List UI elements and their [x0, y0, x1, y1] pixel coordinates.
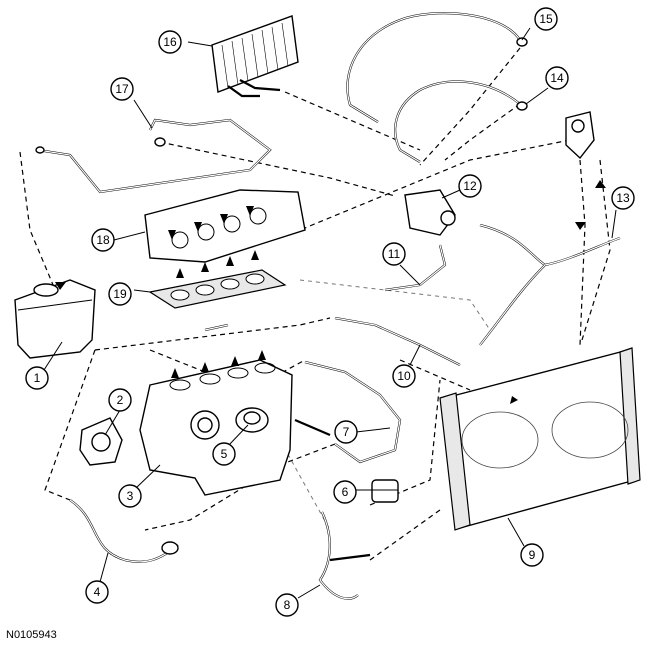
hose-4	[69, 499, 179, 563]
callout-7-label: 7	[343, 425, 350, 439]
heater-hoses	[346, 12, 528, 163]
bypass-pipe	[35, 118, 272, 194]
callout-17-label: 17	[115, 82, 129, 96]
coolant-flow-paths	[19, 47, 611, 561]
callout-11: 11	[382, 242, 406, 266]
callout-3: 3	[118, 484, 142, 508]
callout-leader-lines	[43, 27, 617, 599]
callout-2: 2	[108, 388, 132, 412]
coolant-outlet-housing	[404, 189, 456, 236]
heater-core	[211, 15, 299, 98]
callout-15: 15	[534, 7, 558, 31]
callout-10-label: 10	[397, 369, 411, 383]
head-gasket	[148, 269, 287, 309]
expansion-tank	[14, 279, 96, 359]
callout-5-label: 5	[221, 447, 228, 461]
callout-16: 16	[158, 30, 182, 54]
connecting-hose	[384, 244, 447, 292]
callout-8-label: 8	[284, 598, 291, 612]
callout-4: 4	[85, 580, 109, 604]
callout-14: 14	[545, 66, 569, 90]
callout-3-label: 3	[127, 489, 134, 503]
callout-18: 18	[91, 228, 115, 252]
callout-7: 7	[334, 420, 358, 444]
cylinder-head	[144, 189, 306, 263]
callout-16-label: 16	[163, 35, 177, 49]
callout-11-label: 11	[388, 247, 401, 261]
thermostat-elbow	[565, 111, 595, 160]
callout-8: 8	[275, 593, 299, 617]
callout-15-label: 15	[539, 12, 553, 26]
flow-arrows	[55, 180, 606, 404]
callout-17: 17	[110, 77, 134, 101]
hose-7	[294, 360, 402, 464]
water-pump	[79, 417, 123, 466]
callout-13-label: 13	[616, 191, 630, 205]
radiator	[439, 347, 641, 531]
callout-9: 9	[520, 543, 544, 567]
thermostat	[235, 407, 269, 433]
callout-4-label: 4	[94, 585, 101, 599]
radiator-upper-hose	[479, 223, 621, 346]
callout-18-label: 18	[96, 233, 110, 247]
coolant-pipe	[204, 316, 461, 366]
callout-19-label: 19	[113, 287, 127, 301]
callout-9-label: 9	[529, 548, 536, 562]
callout-2-label: 2	[117, 393, 124, 407]
callout-12-label: 12	[463, 179, 477, 193]
callout-13: 13	[611, 186, 635, 210]
figure-reference-id: N0105943	[6, 629, 57, 641]
callout-12: 12	[458, 174, 482, 198]
oil-cooler	[371, 479, 399, 503]
engine-block	[139, 359, 293, 496]
radiator-lower-hose	[318, 511, 371, 600]
callout-19: 19	[108, 282, 132, 306]
callout-6: 6	[333, 480, 357, 504]
callout-10: 10	[392, 364, 416, 388]
callout-6-label: 6	[342, 485, 349, 499]
callout-1-label: 1	[34, 371, 41, 385]
callout-5: 5	[212, 442, 236, 466]
callout-14-label: 14	[550, 71, 564, 85]
callout-1: 1	[25, 366, 49, 390]
